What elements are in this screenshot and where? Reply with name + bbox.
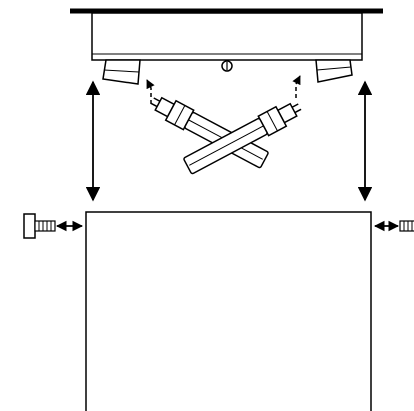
lamp-tube-2 <box>183 102 302 175</box>
lamp-socket-right <box>315 59 353 83</box>
diffuser-panel <box>85 211 372 411</box>
insert-lamp-arrow-right <box>292 75 301 98</box>
mounting-screw-right <box>399 220 414 232</box>
insert-lamp-arrow-left <box>146 79 155 104</box>
center-screw <box>221 60 233 72</box>
lamp-socket-left <box>102 59 141 85</box>
fixture-housing <box>91 12 363 61</box>
mounting-screw-left <box>23 213 56 239</box>
